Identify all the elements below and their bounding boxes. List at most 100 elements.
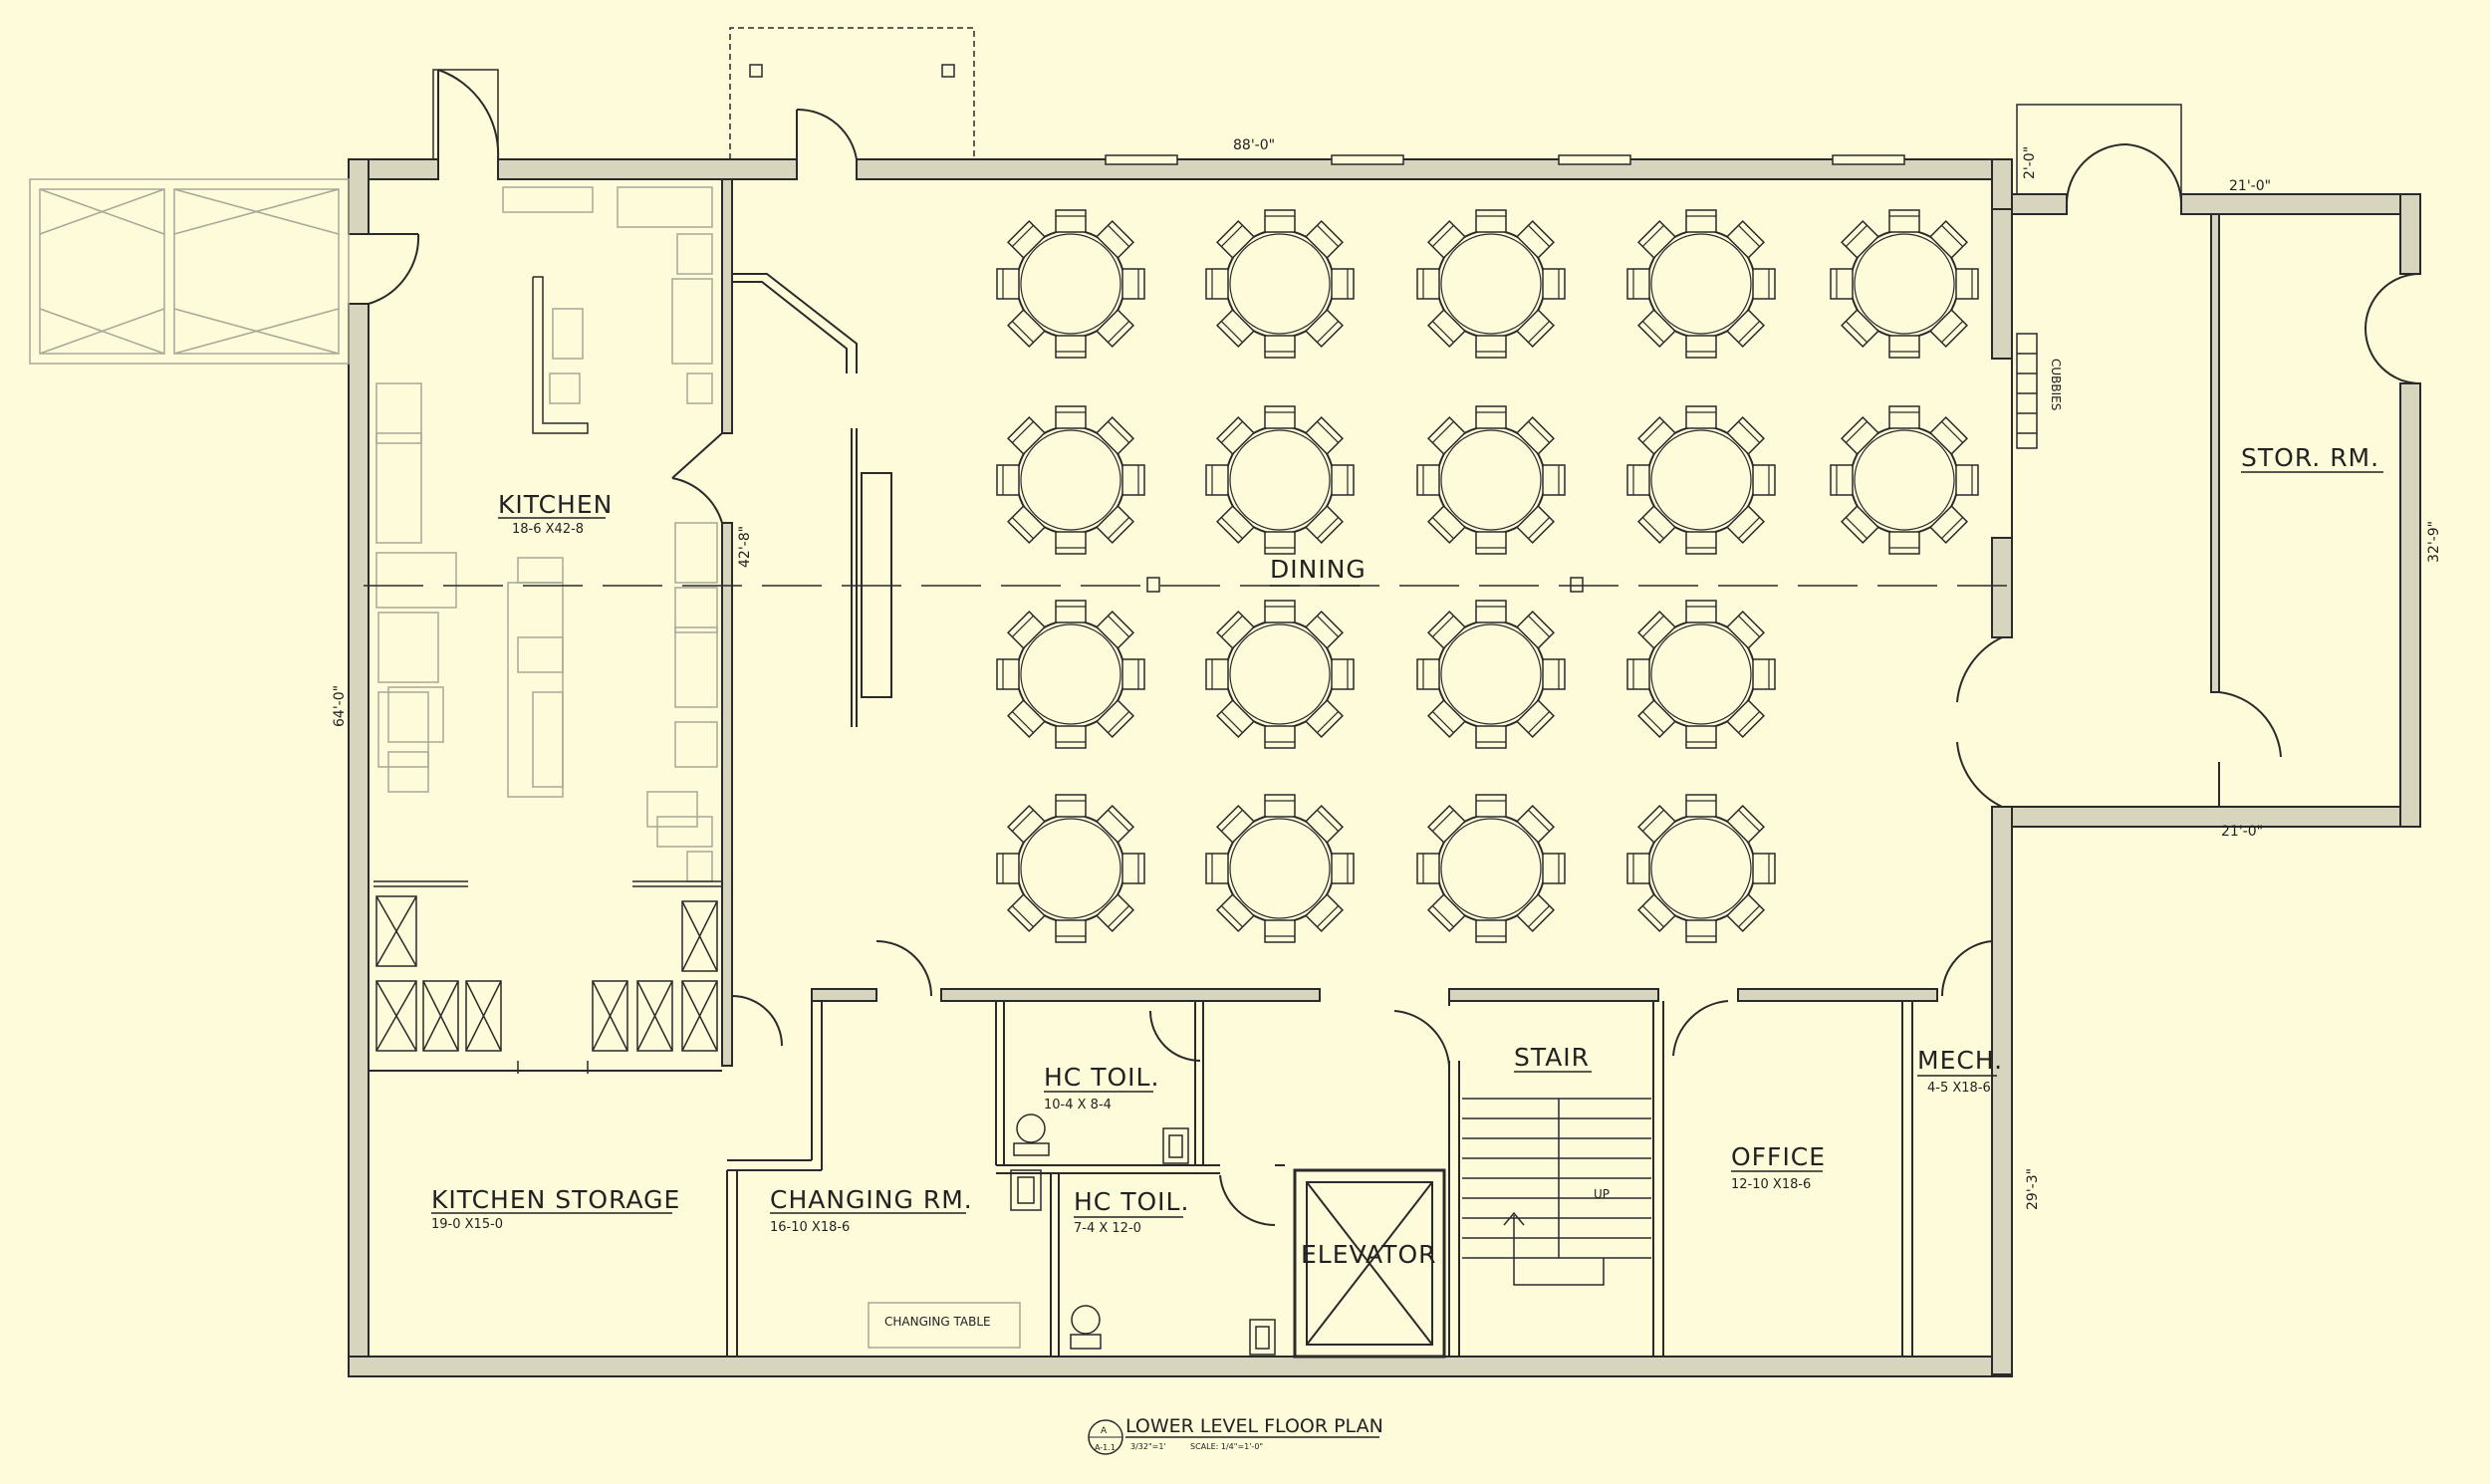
dining-chair [1637, 309, 1676, 348]
dining-chair [1331, 853, 1355, 884]
dining-chair [1637, 805, 1676, 844]
serving-counter [732, 273, 892, 727]
dining-chair [1888, 405, 1920, 429]
dining-chair [1637, 699, 1676, 738]
dining-chair [1516, 699, 1555, 738]
dining-chair [1205, 268, 1229, 300]
exterior-walls [348, 158, 2421, 1377]
dining-chair [1542, 853, 1566, 884]
stor-room-label: STOR. RM. [2241, 443, 2379, 472]
dining-chair [1637, 220, 1676, 259]
exterior-decks [29, 178, 350, 365]
dining-chair [1752, 853, 1776, 884]
elevator-label: ELEVATOR [1301, 1240, 1437, 1269]
dining-chair [1475, 531, 1507, 555]
dining-chair [1475, 600, 1507, 623]
hc-toilet-2-label: HC TOIL. [1074, 1187, 1189, 1216]
dim-kitchen-wall: 42'-8" [737, 526, 753, 568]
dining-chair [1637, 416, 1676, 455]
dining-chair [1685, 209, 1717, 233]
dining-table [1626, 209, 1776, 359]
dimensions: 88'-0" 64'-0" 42'-8" 21'-0" 21'-0" 32'-9… [332, 137, 2442, 1210]
dining-table [1626, 405, 1776, 555]
dim-stor-bottom: 21'-0" [2221, 824, 2263, 840]
stair-up-label: UP [1594, 1187, 1610, 1201]
dining-table [1416, 794, 1566, 943]
stair-label: STAIR [1514, 1043, 1590, 1072]
dining-chair [1305, 699, 1344, 738]
dining-chair [1542, 268, 1566, 300]
kitchen-equipment [375, 186, 718, 882]
kitchen-storage-size: 19-0 X15-0 [431, 1217, 503, 1232]
dining-chair [1685, 794, 1717, 818]
dining-chair [1216, 805, 1255, 844]
dining-table [996, 794, 1145, 943]
dining-chair [1516, 309, 1555, 348]
dining-chair [1264, 725, 1296, 749]
dining-chair [1205, 853, 1229, 884]
dim-left: 64'-0" [332, 685, 348, 727]
dining-chair [1264, 600, 1296, 623]
changing-room-label: CHANGING RM. [770, 1185, 973, 1214]
dining-chair [1007, 699, 1046, 738]
stair-treads [1462, 1098, 1651, 1286]
dining-chair [1216, 416, 1255, 455]
dining-chair [1416, 658, 1440, 690]
dining-chair [1830, 268, 1854, 300]
dining-chair [1331, 268, 1355, 300]
dining-chair [1726, 309, 1765, 348]
dining-chair [1007, 611, 1046, 649]
dining-chair [1216, 309, 1255, 348]
dining-chair [1475, 335, 1507, 359]
dining-chair [1096, 805, 1134, 844]
dining-chair [1205, 464, 1229, 496]
dining-chair [1752, 658, 1776, 690]
dim-right-lower: 29'-3" [2025, 1168, 2041, 1210]
dining-chair [1216, 611, 1255, 649]
dining-chair [1516, 611, 1555, 649]
dining-chair [1475, 405, 1507, 429]
dining-chair [1331, 658, 1355, 690]
kitchen-counters [369, 276, 722, 1074]
dining-chair [1685, 600, 1717, 623]
dining-chair [1055, 209, 1087, 233]
dining-chair [1331, 464, 1355, 496]
interior-walls [369, 178, 2220, 1359]
dining-chair [1929, 505, 1968, 544]
beam-centerline [364, 577, 2007, 593]
dining-chair [1055, 919, 1087, 943]
dining-chair [1626, 464, 1650, 496]
title-scale-left: 3/32"=1' [1130, 1442, 1166, 1451]
dining-chair [1427, 611, 1466, 649]
dining-chair [996, 658, 1020, 690]
dining-chair [1264, 531, 1296, 555]
dining-chair [1305, 893, 1344, 932]
mech-label: MECH. [1917, 1046, 2003, 1075]
dining-chair [1264, 335, 1296, 359]
dining-chair [1216, 699, 1255, 738]
room-labels: KITCHEN 18-6 X42-8 DINING STOR. RM. KITC… [431, 359, 2383, 1329]
dining-chair [1007, 220, 1046, 259]
title-scale-right: SCALE: 1/4"=1'-0" [1190, 1442, 1263, 1451]
dining-chair [1427, 220, 1466, 259]
dining-chair [1427, 309, 1466, 348]
dining-chair [1055, 725, 1087, 749]
dining-chair [1542, 658, 1566, 690]
dining-chair [1726, 805, 1765, 844]
title-bubble-bottom: A-1.1 [1095, 1443, 1116, 1452]
dining-chair [1121, 853, 1145, 884]
dining-chair [1096, 699, 1134, 738]
dining-chair [1475, 209, 1507, 233]
dining-chair [1726, 505, 1765, 544]
dining-chair [996, 464, 1020, 496]
dining-chair [1475, 919, 1507, 943]
title-bubble-top: A [1101, 1426, 1108, 1436]
dining-chair [1096, 893, 1134, 932]
dining-table [996, 209, 1145, 359]
dining-chair [1841, 220, 1879, 259]
dining-chair [1096, 309, 1134, 348]
dining-chair [1427, 416, 1466, 455]
dining-chair [1752, 464, 1776, 496]
dining-chair [1305, 416, 1344, 455]
